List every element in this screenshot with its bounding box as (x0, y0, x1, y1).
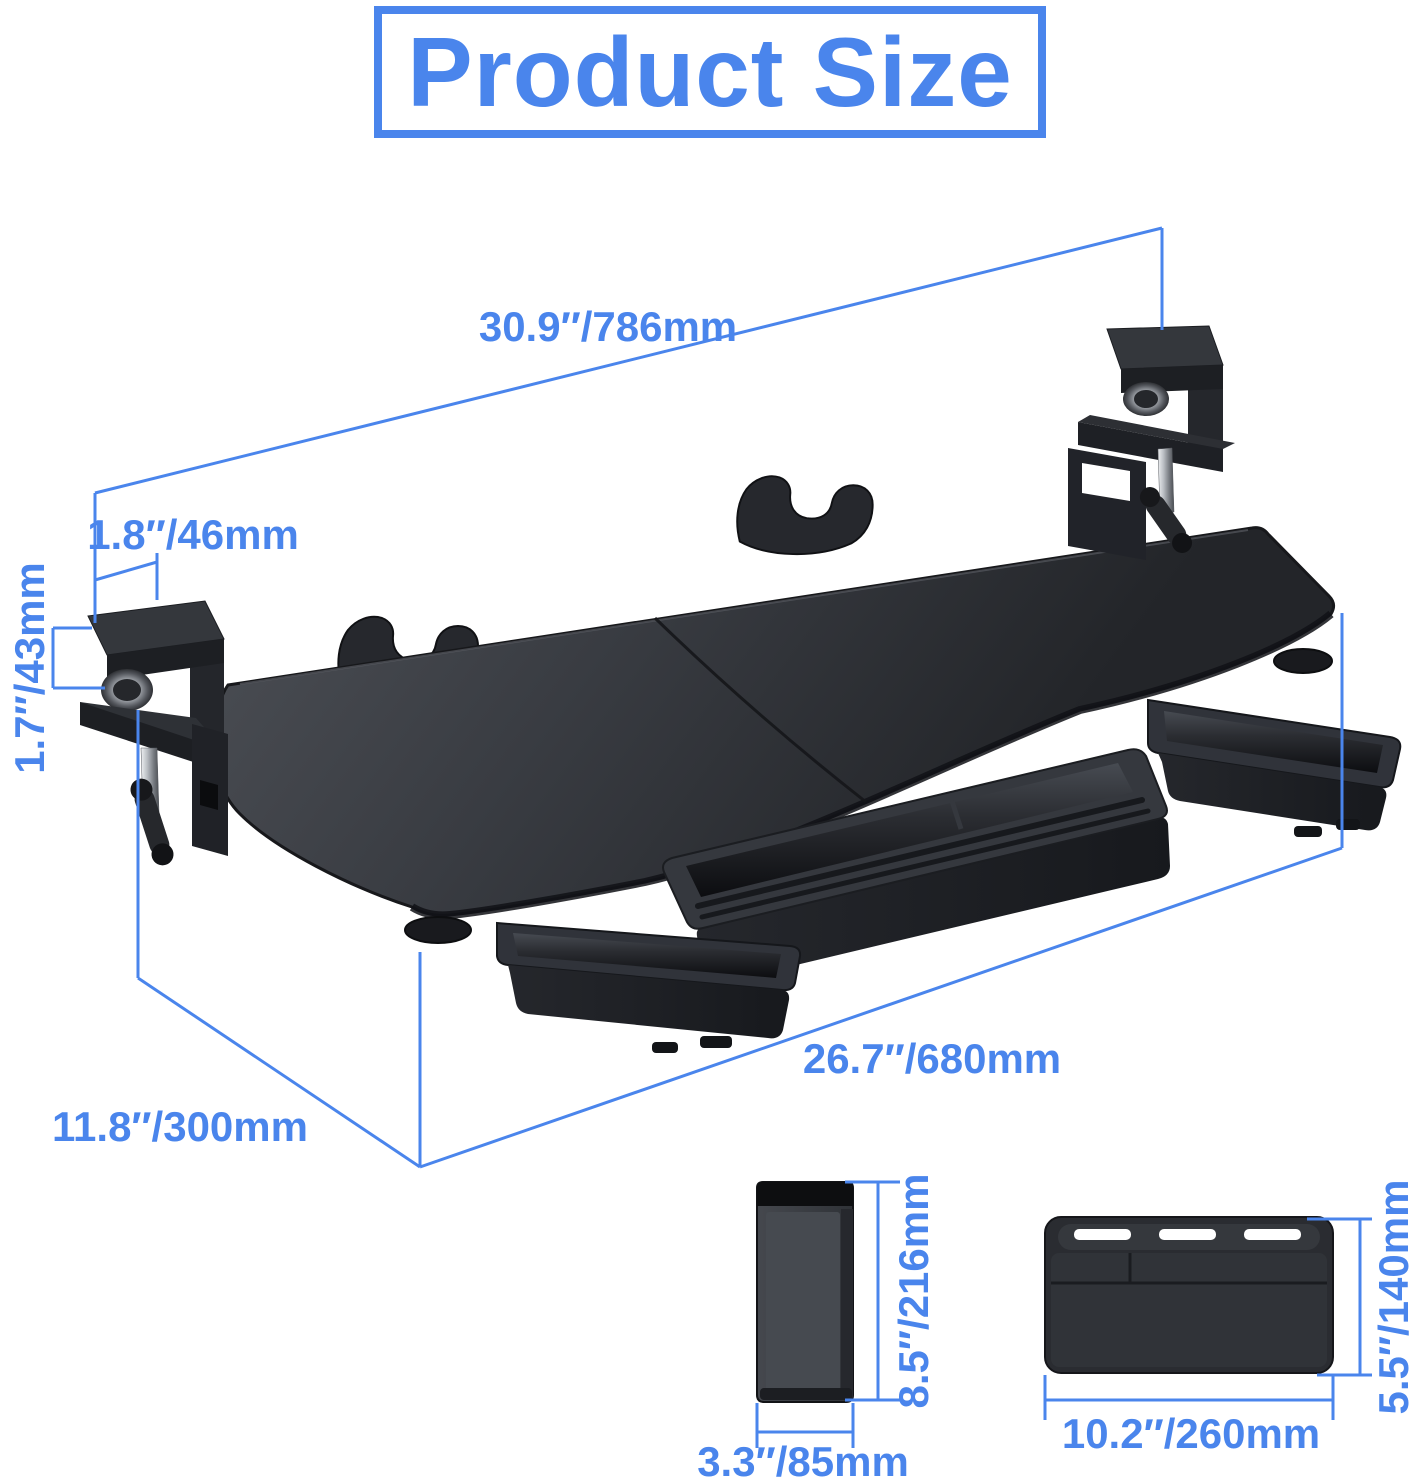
dim-label-depth: 11.8″/300mm (52, 1103, 308, 1150)
organizer-slot-2 (1159, 1229, 1216, 1240)
dim-label-organizer-height: 5.5″/140mm (1370, 1180, 1414, 1415)
storage-drawer-left (496, 921, 802, 1053)
clamp-bracket-right (1068, 448, 1146, 560)
dim-label-total-width: 30.9″/786mm (479, 303, 737, 350)
side-drawer-diagram (756, 1181, 854, 1403)
phone-hook-right (736, 475, 874, 556)
clamp-handle-right (1139, 487, 1193, 553)
clamp-handle-left (130, 778, 174, 866)
dim-label-bottom-width: 26.7″/680mm (803, 1035, 1061, 1082)
dim-label-clamp-height: 1.7″/43mm (6, 562, 53, 774)
organizer-diagram (1044, 1216, 1334, 1374)
organizer-slot-3 (1244, 1229, 1301, 1240)
organizer-slot-1 (1074, 1229, 1131, 1240)
dimension-labels: 30.9″/786mm 1.8″/46mm 1.7″/43mm 11.8″/30… (6, 303, 1414, 1480)
dim-label-drawer-length: 8.5″/216mm (890, 1174, 937, 1409)
dim-label-drawer-width: 3.3″/85mm (697, 1438, 909, 1480)
dim-label-organizer-width: 10.2″/260mm (1062, 1410, 1320, 1457)
page-title: Product Size (407, 16, 1013, 127)
storage-drawer-right (1147, 698, 1402, 837)
tray-back-edge-highlight (239, 529, 1249, 685)
dim-label-clamp-width: 1.8″/46mm (87, 511, 299, 558)
dimension-lines (51, 226, 1372, 1448)
keyboard-tray-illustration (80, 325, 1402, 1053)
tray-seam (653, 616, 867, 804)
tray-foot-left (404, 916, 472, 944)
title-box: Product Size (374, 6, 1046, 138)
desk-clamp-right (1068, 325, 1235, 560)
under-desk-organizer (662, 748, 1170, 985)
clamp-screw-right (1157, 447, 1175, 514)
tray-foot-right (1273, 648, 1333, 674)
desk-clamp-left (80, 600, 228, 866)
